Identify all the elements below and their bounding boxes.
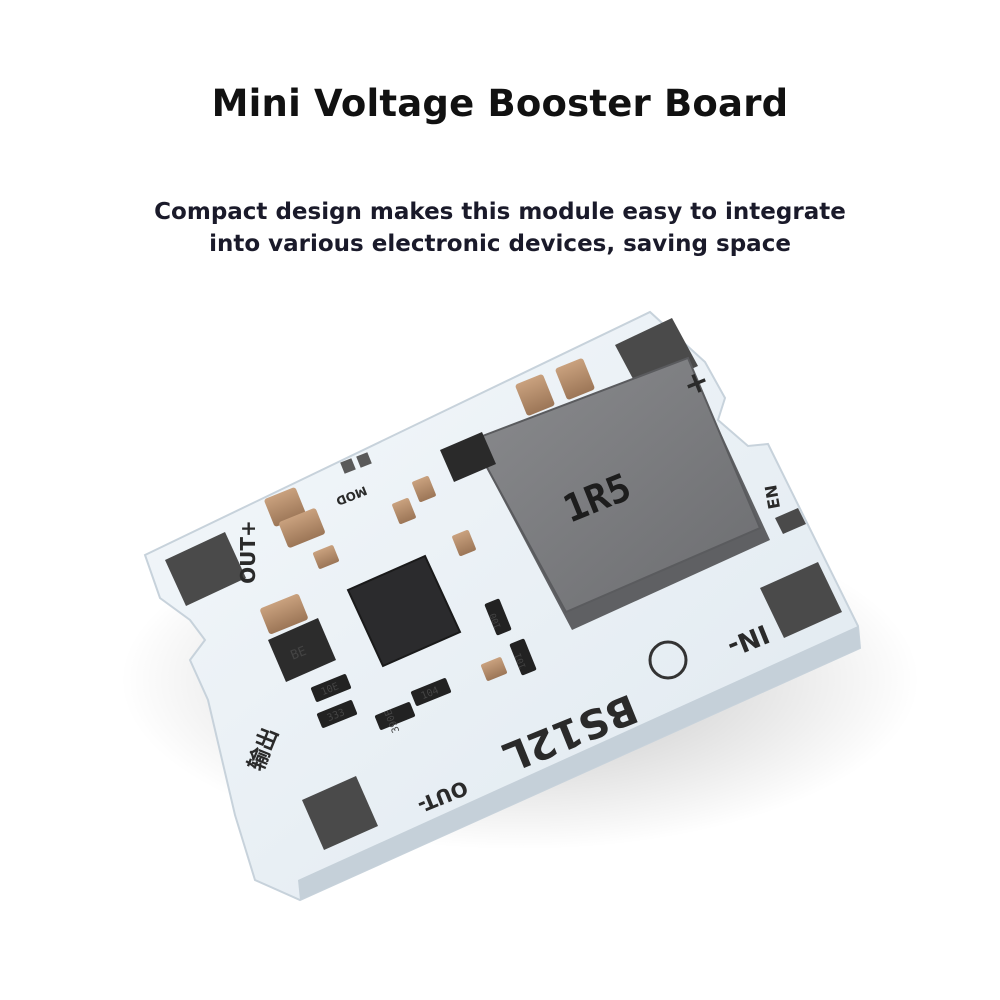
resistors: 10E 333 104 390E 100 101 bbox=[310, 598, 537, 734]
page-title: Mini Voltage Booster Board bbox=[211, 82, 789, 125]
out-plus-label: OUT+ bbox=[236, 520, 260, 584]
en-label: EN bbox=[761, 483, 784, 510]
inductor: 1R5 bbox=[470, 356, 770, 630]
subtitle-line-1: Compact design makes this module easy to… bbox=[154, 199, 846, 225]
cert-mark bbox=[648, 640, 688, 680]
page-subtitle: Compact design makes this module easy to… bbox=[100, 196, 900, 260]
sot-chips: BE bbox=[268, 432, 496, 682]
subtitle-line-2: into various electronic devices, saving … bbox=[209, 231, 791, 257]
diode-mark: BE bbox=[289, 644, 309, 664]
boost-ic bbox=[346, 554, 462, 668]
capacitors bbox=[260, 358, 595, 681]
